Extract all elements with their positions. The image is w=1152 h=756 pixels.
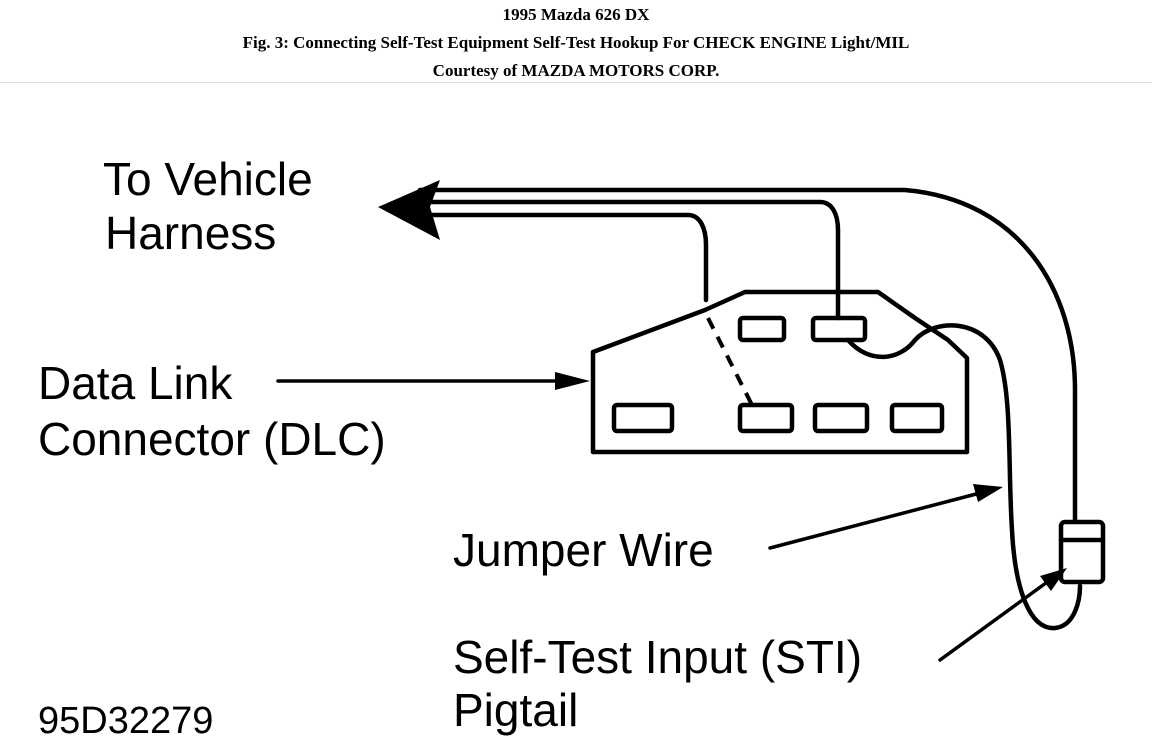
dlc-terminals: [611, 315, 945, 434]
figure-caption: Fig. 3: Connecting Self-Test Equipment S…: [242, 33, 910, 52]
label-harness: Harness: [105, 207, 276, 259]
dlc-terminal-bottom-3: [812, 402, 870, 434]
jumper-wire-leader-arrow: [768, 484, 1003, 550]
label-jumper-wire: Jumper Wire: [453, 524, 714, 576]
courtesy-line: Courtesy of MAZDA MOTORS CORP.: [432, 61, 720, 80]
dlc-terminal-top-right: [810, 315, 868, 343]
label-connector-dlc: Connector (DLC): [38, 413, 386, 465]
dlc-terminal-bottom-1: [611, 402, 675, 434]
figure-code: 95D32279: [38, 700, 213, 742]
sti-leader-arrow: [938, 568, 1067, 662]
dlc-terminal-bottom-4: [889, 402, 945, 434]
dlc-terminal-bottom-2: [737, 402, 795, 434]
harness-arrowhead: [378, 180, 440, 240]
jumper-wire: [845, 323, 1083, 631]
label-self-test-input: Self-Test Input (STI): [453, 631, 862, 683]
document-title: 1995 Mazda 626 DX: [502, 5, 650, 24]
label-pigtail: Pigtail: [453, 684, 578, 736]
dlc-terminal-top-left: [737, 315, 787, 343]
label-to-vehicle: To Vehicle: [103, 153, 313, 205]
figure-header: 1995 Mazda 626 DX Fig. 3: Connecting Sel…: [0, 0, 1152, 83]
dlc-internal-dashed-line: [706, 317, 754, 406]
vehicle-harness-wires: [417, 187, 1078, 523]
dlc-leader-arrow: [276, 372, 590, 390]
label-data-link: Data Link: [38, 357, 233, 409]
sti-pigtail-connector: [1058, 519, 1106, 585]
